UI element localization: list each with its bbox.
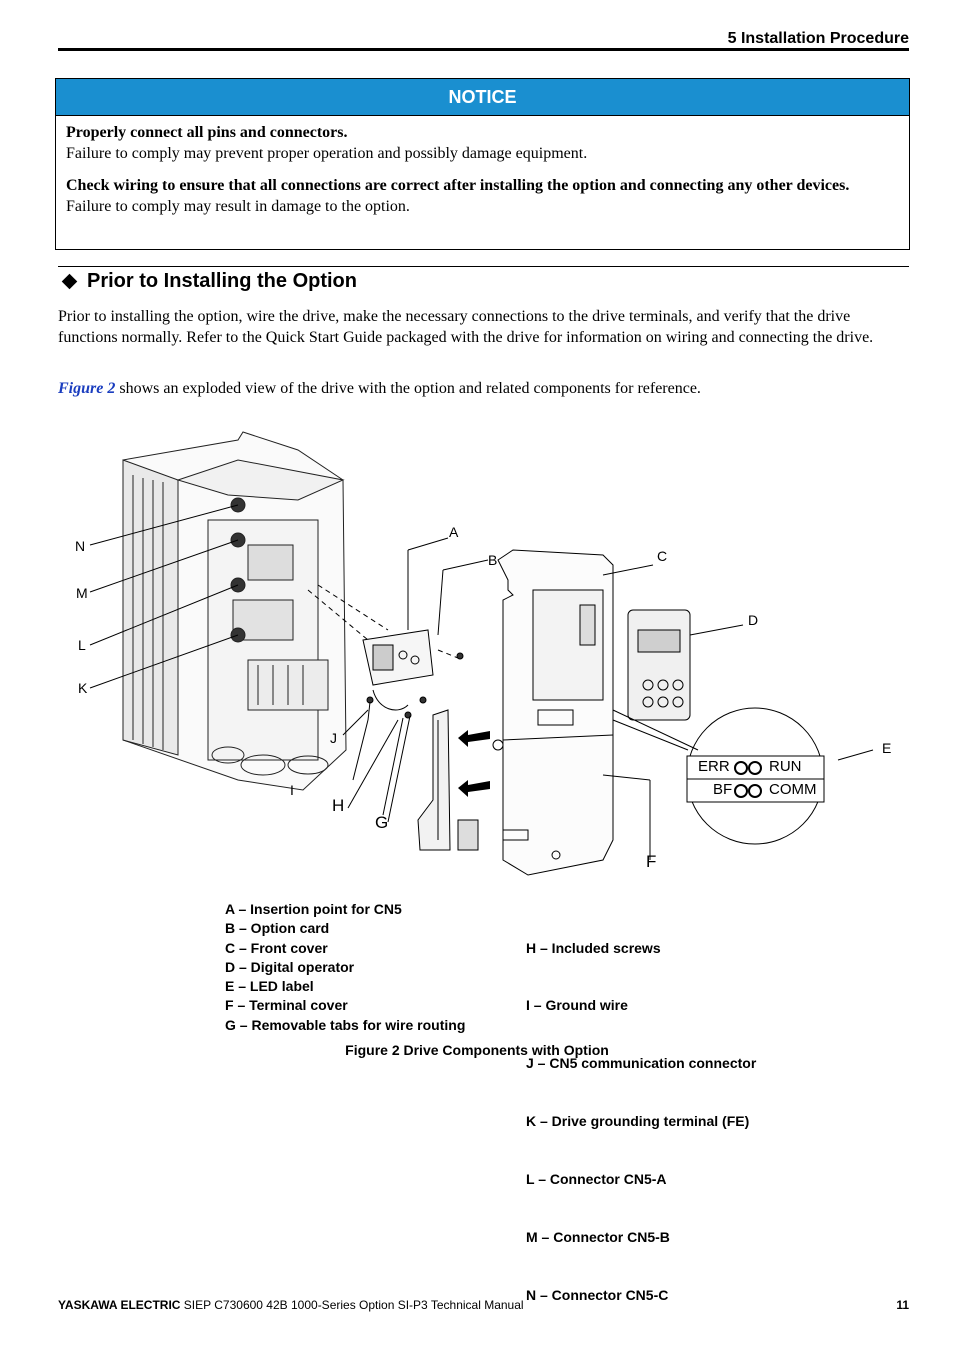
removable-tabs xyxy=(417,709,451,851)
leader-lines xyxy=(89,504,874,860)
legend-item: L – Connector CN5-A xyxy=(526,1171,667,1188)
legend-item: M – Connector CN5-B xyxy=(526,1229,670,1246)
legend-item: K – Drive grounding terminal (FE) xyxy=(526,1113,750,1130)
legend-item: H – Included screws xyxy=(526,939,661,956)
callout-k: K xyxy=(78,680,88,696)
led-label-magnifier xyxy=(612,707,825,845)
option-card xyxy=(362,629,434,711)
figure-reference-text: shows an exploded view of the drive with… xyxy=(115,380,701,397)
drive-body xyxy=(122,431,347,791)
legend-left: A – Insertion point for CN5 B – Option c… xyxy=(225,900,465,1035)
legend-item: B – Option card xyxy=(225,920,330,937)
notice-banner: NOTICE xyxy=(56,79,909,116)
footer-doc-info: YASKAWA ELECTRIC SIEP C730600 42B 1000-S… xyxy=(58,1298,524,1312)
legend-item: I – Ground wire xyxy=(526,997,628,1014)
led-err-label: ERR xyxy=(698,758,730,775)
intro-paragraph: Prior to installing the option, wire the… xyxy=(58,308,874,346)
callout-i: I xyxy=(290,782,294,798)
callout-n: N xyxy=(75,538,86,554)
legend-item: E – LED label xyxy=(225,978,314,995)
legend-item: N – Connector CN5-C xyxy=(526,1286,669,1303)
section-heading: Prior to Installing the Option xyxy=(61,270,357,293)
led-comm-label: COMM xyxy=(769,781,817,798)
callout-l: L xyxy=(78,637,86,653)
drive-illustration xyxy=(89,431,874,876)
callout-h: H xyxy=(332,796,345,815)
callout-c: C xyxy=(657,548,668,564)
callout-j: J xyxy=(330,730,337,746)
running-header: 5 Installation Procedure xyxy=(727,30,909,47)
legend-item: F – Terminal cover xyxy=(225,997,348,1014)
section-rule xyxy=(58,266,909,267)
header-rule xyxy=(58,48,909,51)
callout-m: M xyxy=(76,585,88,601)
legend-item: A – Insertion point for CN5 xyxy=(225,901,402,917)
notice-item2-title: Check wiring to ensure that all connecti… xyxy=(66,177,850,194)
callout-e: E xyxy=(882,740,892,756)
figure-2-link[interactable]: Figure 2 xyxy=(58,380,116,397)
footer-brand: YASKAWA ELECTRIC xyxy=(58,1298,181,1312)
insertion-guides xyxy=(307,584,459,659)
notice-item1-text: Failure to comply may prevent proper ope… xyxy=(66,145,588,162)
section-heading-text: Prior to Installing the Option xyxy=(87,270,357,292)
led-bf-label: BF xyxy=(713,781,733,798)
digital-operator xyxy=(627,609,691,721)
direction-arrows xyxy=(458,730,490,797)
legend-item: C – Front cover xyxy=(225,939,328,956)
callout-b: B xyxy=(488,552,498,568)
footer-doc-title: SIEP C730600 42B 1000-Series Option SI-P… xyxy=(180,1298,524,1312)
notice-body: Properly connect all pins and connectors… xyxy=(56,116,909,217)
figure-caption: Figure 2 Drive Components with Option xyxy=(345,1042,609,1058)
led-run-label: RUN xyxy=(769,758,802,775)
legend-right: H – Included screws I – Ground wire J – … xyxy=(526,900,756,1325)
notice-item1-title: Properly connect all pins and connectors… xyxy=(66,124,348,141)
figure-reference-paragraph: Figure 2 shows an exploded view of the d… xyxy=(58,378,909,399)
legend-item: J – CN5 communication connector xyxy=(526,1055,757,1072)
callout-g: G xyxy=(375,813,389,832)
front-cover xyxy=(457,549,614,876)
callout-f: F xyxy=(646,852,657,871)
notice-box: NOTICE Properly connect all pins and con… xyxy=(55,78,910,250)
page-number: 11 xyxy=(896,1298,909,1312)
callout-a: A xyxy=(449,524,459,540)
diamond-bullet-icon xyxy=(61,273,78,290)
legend-item: G – Removable tabs for wire routing xyxy=(225,1016,466,1033)
legend-item: D – Digital operator xyxy=(225,958,355,975)
notice-item2-text: Failure to comply may result in damage t… xyxy=(66,198,410,215)
callout-d: D xyxy=(748,612,759,628)
drive-exploded-figure: A B C D E F G H I J K L M N ERR RUN BF C… xyxy=(58,420,909,890)
